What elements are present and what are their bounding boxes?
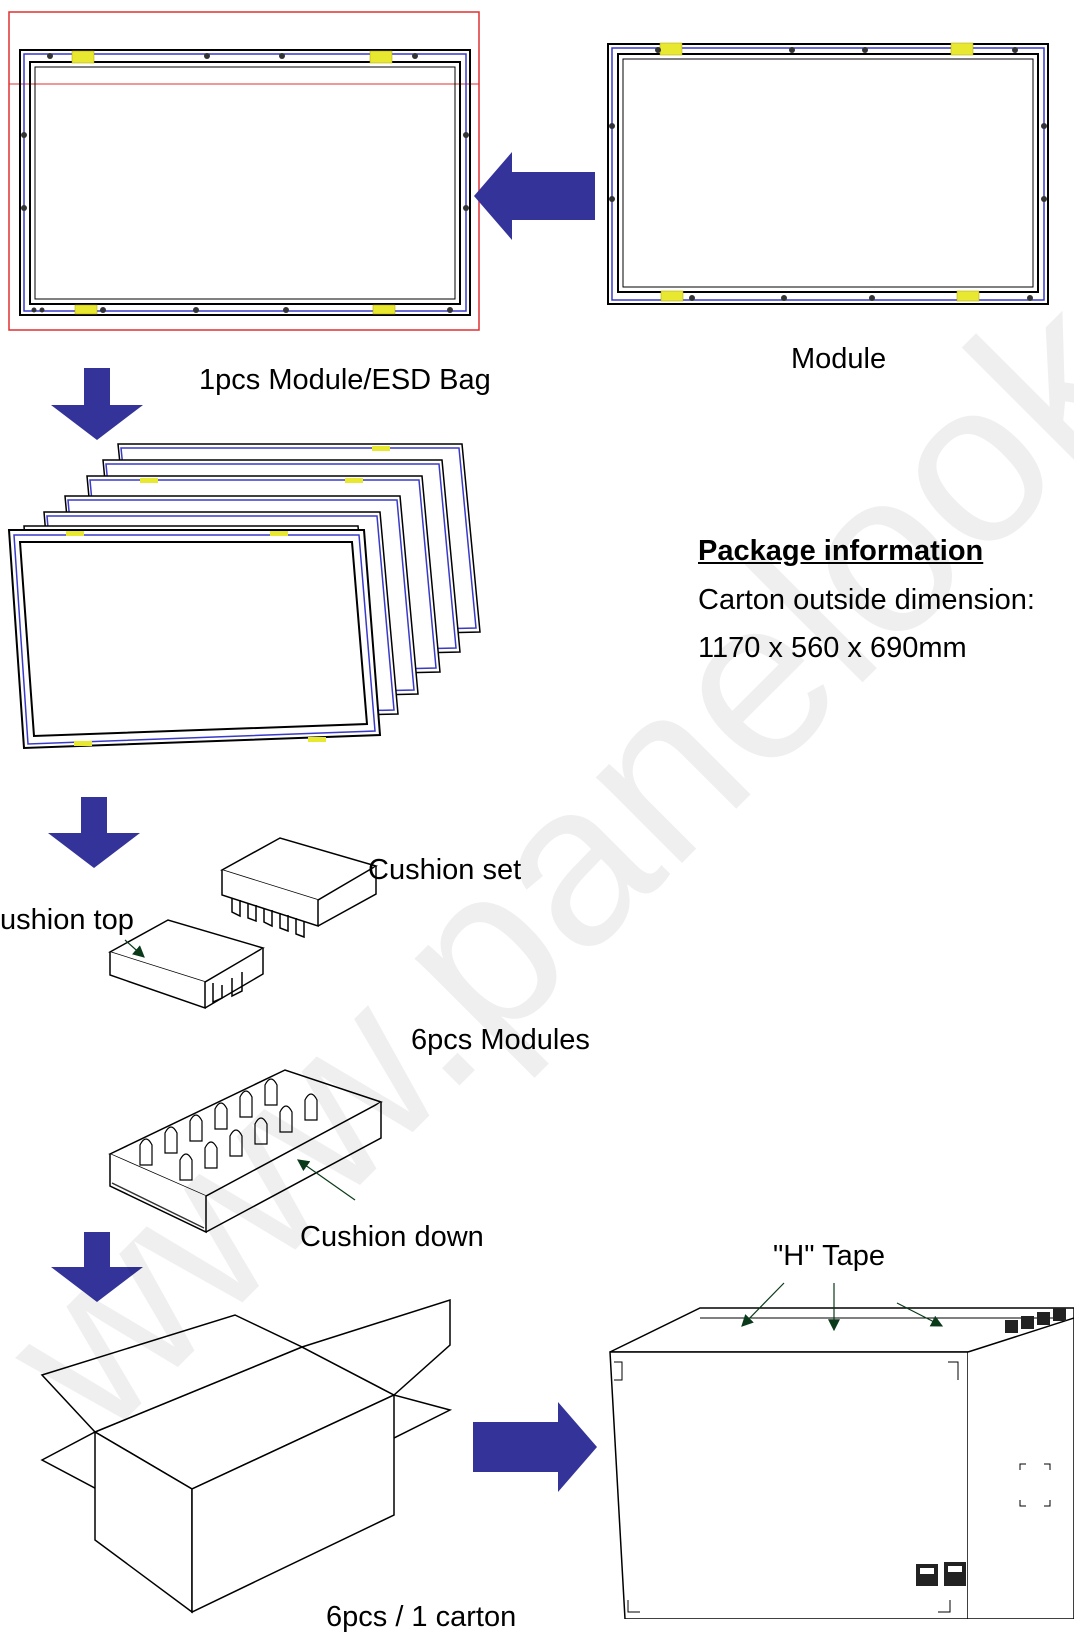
package-info-title: Package information	[698, 535, 984, 567]
module-in-esd-bag	[8, 11, 480, 331]
arrow-down-2	[48, 797, 140, 868]
arrow-right	[473, 1402, 597, 1492]
closed-carton	[609, 1282, 1074, 1619]
module-illustration	[607, 42, 1049, 305]
label-cushion-down: Cushion down	[300, 1221, 484, 1253]
package-info-line1: Carton outside dimension:	[698, 584, 1035, 616]
arrow-left	[474, 152, 595, 240]
label-cushion-top: ushion top	[0, 904, 134, 936]
label-6pcs-modules: 6pcs Modules	[411, 1024, 590, 1056]
cushion-top	[108, 837, 378, 1010]
arrow-down-3	[51, 1232, 143, 1302]
open-carton	[40, 1298, 453, 1614]
label-per-carton: 6pcs / 1 carton	[326, 1601, 517, 1633]
arrow-down-1	[51, 368, 143, 440]
package-info-line2: 1170 x 560 x 690mm	[698, 632, 967, 664]
label-module: Module	[791, 343, 887, 375]
label-h-tape: "H" Tape	[773, 1240, 885, 1272]
label-module-esd-bag: 1pcs Module/ESD Bag	[199, 364, 491, 396]
cushion-down	[108, 1069, 383, 1234]
label-cushion-set: Cushion set	[368, 854, 522, 886]
module-stack	[7, 443, 481, 750]
